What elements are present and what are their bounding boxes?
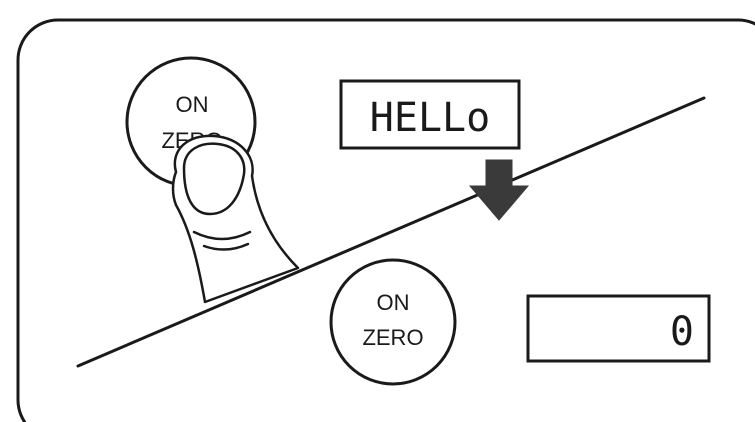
lcd-text-hello: HELLo	[370, 95, 490, 141]
on-zero-button: ON ZERO	[331, 260, 455, 384]
lcd-display-zero: 0	[528, 296, 709, 361]
on-zero-button-label-on: ON	[377, 290, 410, 315]
lcd-display-hello: HELLo	[341, 81, 519, 148]
on-zero-button-label-zero: ZERO	[362, 325, 423, 350]
lcd-text-zero: 0	[670, 309, 694, 355]
on-zero-button-label-on: ON	[176, 92, 209, 117]
